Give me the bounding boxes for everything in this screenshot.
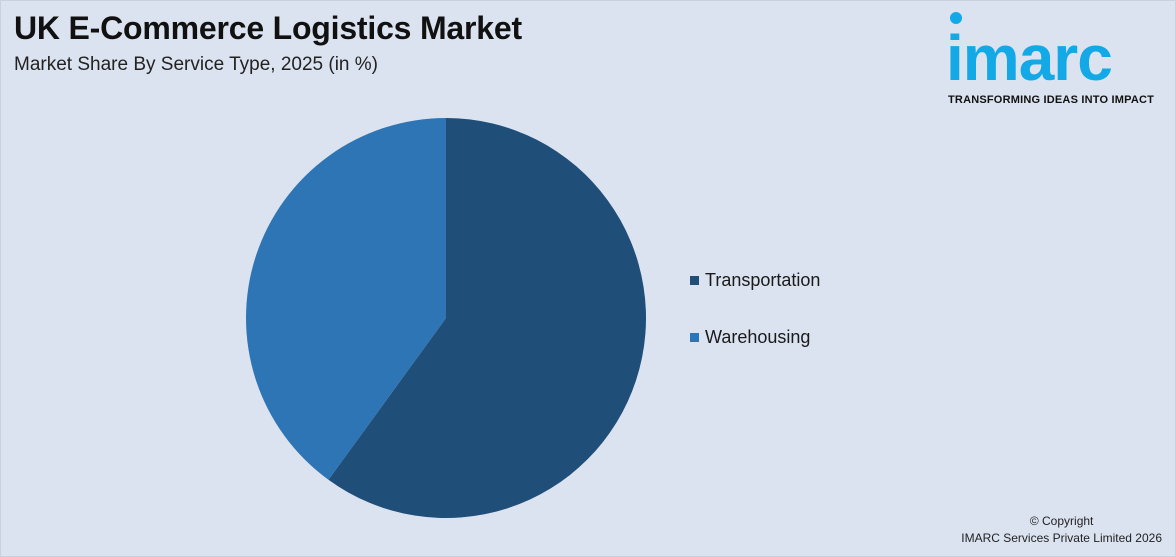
copyright-notice: © Copyright IMARC Services Private Limit… — [961, 513, 1162, 547]
pie-slice-transportation — [328, 118, 646, 519]
legend-item-warehousing: Warehousing — [690, 325, 820, 349]
legend-swatch — [690, 275, 699, 285]
logo-dot-icon — [950, 12, 962, 24]
chart-subtitle: Market Share By Service Type, 2025 (in %… — [14, 54, 378, 75]
legend-swatch — [690, 332, 699, 342]
imarc-logo: imarc TRANSFORMING IDEAS INTO IMPACT — [944, 10, 1172, 110]
logo-tagline: TRANSFORMING IDEAS INTO IMPACT — [948, 94, 1155, 106]
copyright-line-1: © Copyright — [1029, 514, 1094, 528]
copyright-line-2: IMARC Services Private Limited 2026 — [961, 531, 1162, 545]
logo-wordmark: imarc — [946, 22, 1113, 94]
pie-slice-warehousing — [246, 117, 446, 480]
chart-title: UK E-Commerce Logistics Market — [14, 10, 522, 46]
legend-item-transportation: Transportation — [690, 268, 820, 292]
legend-label: Transportation — [705, 269, 821, 290]
legend-label: Warehousing — [705, 326, 811, 347]
